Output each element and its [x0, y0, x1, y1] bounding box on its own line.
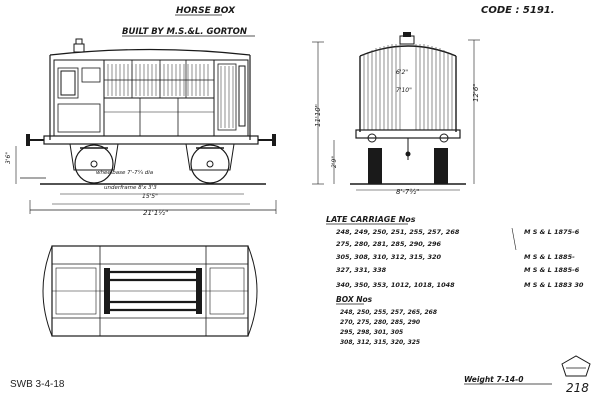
side-elevation — [20, 38, 276, 185]
footer-reference: SWB 3-4-18 — [10, 379, 65, 390]
box-number-row: 270, 275, 280, 285, 290 — [340, 319, 420, 326]
code-label: CODE : 5191. — [481, 5, 555, 16]
late-carriage-heading: LATE CARRIAGE Nos — [326, 215, 416, 224]
late-carriage-row: 275, 280, 281, 285, 290, 296 — [336, 240, 442, 248]
page-number: 218 — [566, 381, 589, 395]
body-length-label: 15'5" — [142, 193, 158, 200]
builder-label: BUILT BY M.S.&L. GORTON — [122, 27, 247, 37]
step-height-label: 2'9" — [331, 156, 338, 168]
late-carriage-ref: M S & L 1883 30 — [524, 281, 584, 289]
body-height-label: 7'10" — [396, 87, 412, 94]
box-numbers-heading: BOX Nos — [336, 295, 373, 304]
box-number-row: 308, 312, 315, 320, 325 — [340, 339, 420, 346]
drawing-title: HORSE BOX — [176, 6, 236, 16]
box-number-row: 295, 298, 301, 305 — [340, 329, 403, 336]
plan-view — [42, 245, 258, 337]
late-carriage-ref: M S & L 1885-6 — [524, 266, 580, 274]
buffer-height-label: 3'6" — [5, 152, 12, 164]
underframe-note: underframe 8'x 3'3 — [104, 185, 157, 191]
late-carriage-row: 248, 249, 250, 251, 255, 257, 268 — [336, 228, 460, 236]
box-number-table: BOX Nos 248, 250, 255, 257, 265, 268 270… — [336, 295, 437, 346]
late-carriage-row: 340, 350, 353, 1012, 1018, 1048 — [336, 281, 455, 289]
scale-stamp-icon — [561, 355, 591, 377]
box-number-row: 248, 250, 255, 257, 265, 268 — [340, 309, 437, 316]
late-carriage-table: LATE CARRIAGE Nos 248, 249, 250, 251, 25… — [326, 215, 584, 289]
late-carriage-ref: M S & L 1875-6 — [524, 228, 580, 236]
late-carriage-row: 327, 331, 338 — [336, 266, 387, 274]
weight-label: Weight 7-14-0 — [464, 375, 523, 384]
total-height-label: 11'10" — [314, 104, 322, 127]
end-elevation — [350, 32, 466, 185]
wheelbase-note: wheelbase 7'-7¼ dia — [96, 170, 154, 176]
length-over-buffers-label: 21'1½" — [143, 209, 168, 217]
roof-height-label: 12'6" — [472, 83, 480, 102]
late-carriage-ref: M S & L 1885- — [524, 253, 575, 261]
centre-height-label: 6'2" — [396, 69, 408, 76]
late-carriage-row: 305, 308, 310, 312, 315, 320 — [336, 253, 442, 261]
overall-width-label: 8'-7½" — [396, 188, 419, 196]
